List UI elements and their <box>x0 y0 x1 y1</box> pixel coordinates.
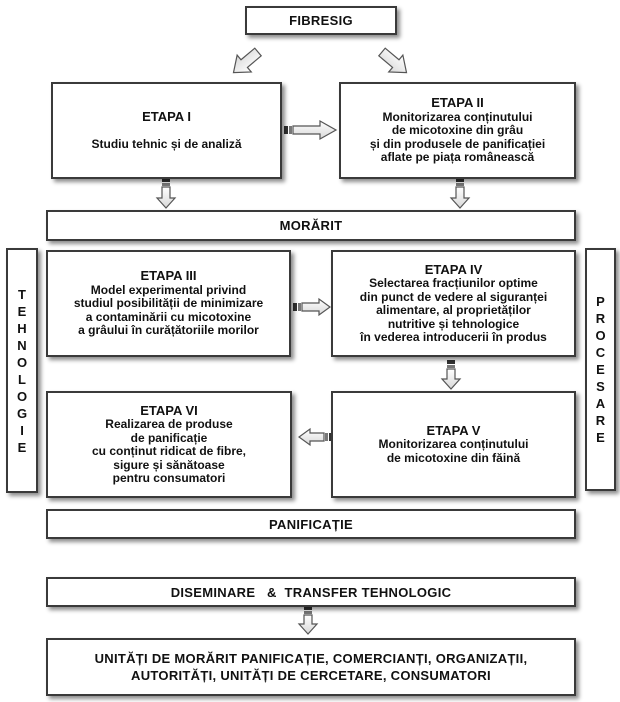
arrow-etapa3-to-etapa4 <box>293 297 332 317</box>
procesare-letter: C <box>595 345 606 360</box>
etapa-3-box: ETAPA III Model experimental privind stu… <box>46 250 291 357</box>
tehnologie-letter: G <box>16 405 28 421</box>
tehnologie-letter: O <box>16 354 28 370</box>
arrow-fibresig-to-etapa2 <box>377 47 408 74</box>
arrow-diseminare-to-bottom <box>297 606 319 635</box>
arrow-etapa1-to-etapa2 <box>284 119 338 141</box>
tehnologie-letter: E <box>17 303 27 319</box>
tehnologie-letter: E <box>17 439 27 455</box>
procesare-letter: S <box>596 379 605 394</box>
arrow-etapa5-to-etapa6 <box>297 427 333 447</box>
etapa-4-header: ETAPA IV <box>424 261 483 277</box>
tehnologie-letter: T <box>18 286 26 302</box>
etapa-4-box: ETAPA IV Selectarea fracțiunilor optime … <box>331 250 576 357</box>
fibresig-box: FIBRESIG <box>245 6 397 35</box>
procesare-letter: R <box>595 413 606 428</box>
etapa-1-text: Studiu tehnic și de analiză <box>91 136 242 151</box>
etapa-5-header: ETAPA V <box>426 422 481 438</box>
morarit-label: MORĂRIT <box>279 218 343 233</box>
etapa-4-text: Selectarea fracțiunilor optime din punct… <box>359 276 548 344</box>
etapa-1-header: ETAPA I <box>142 109 191 124</box>
etapa-1-box: ETAPA I Studiu tehnic și de analiză <box>51 82 282 179</box>
tehnologie-letter: O <box>16 388 28 404</box>
beneficiaries-box: UNITĂȚI DE MORĂRIT PANIFICAȚIE, COMERCIA… <box>46 638 576 696</box>
morarit-band: MORĂRIT <box>46 210 576 241</box>
fibresig-title: FIBRESIG <box>289 13 353 28</box>
panificatie-band: PANIFICAȚIE <box>46 509 576 539</box>
arrow-fibresig-to-etapa1 <box>232 47 263 74</box>
etapa-6-text: Realizarea de produse de panificație cu … <box>91 417 246 485</box>
tehnologie-letter: H <box>17 320 27 336</box>
etapa-5-box: ETAPA V Monitorizarea conținutului de mi… <box>331 391 576 498</box>
procesare-letter: R <box>595 311 606 326</box>
procesare-letter: O <box>595 328 606 343</box>
procesare-letter: E <box>596 430 605 445</box>
etapa-6-header: ETAPA VI <box>140 402 198 418</box>
arrow-etapa1-to-morarit <box>155 178 177 209</box>
etapa-2-header: ETAPA II <box>431 95 484 111</box>
panificatie-label: PANIFICAȚIE <box>269 516 353 532</box>
diseminare-band: DISEMINARE & TRANSFER TEHNOLOGIC <box>46 577 576 607</box>
arrow-etapa4-to-etapa5 <box>440 360 462 390</box>
etapa-5-text: Monitorizarea conținutului de micotoxine… <box>378 437 529 465</box>
procesare-letter: E <box>596 362 605 377</box>
tehnologie-letter: I <box>20 422 24 438</box>
procesare-letter: P <box>596 294 605 309</box>
etapa-3-header: ETAPA III <box>140 268 197 284</box>
beneficiaries-line-1: UNITĂȚI DE MORĂRIT PANIFICAȚIE, COMERCIA… <box>94 651 528 666</box>
etapa-2-box: ETAPA II Monitorizarea conținutului de m… <box>339 82 576 179</box>
etapa-6-box: ETAPA VI Realizarea de produse de panifi… <box>46 391 292 498</box>
etapa-2-text: Monitorizarea conținutului de micotoxine… <box>369 109 546 165</box>
tehnologie-letter: L <box>18 371 26 387</box>
etapa-3-text: Model experimental privind studiul posib… <box>73 282 264 338</box>
tehnologie-letter: N <box>17 337 27 353</box>
diseminare-label: DISEMINARE & TRANSFER TEHNOLOGIC <box>170 584 452 600</box>
beneficiaries-line-2: AUTORITĂȚI, UNITĂȚI DE CERCETARE, CONSUM… <box>131 668 491 683</box>
procesare-letter: A <box>595 396 606 411</box>
arrow-etapa2-to-morarit <box>449 178 471 209</box>
